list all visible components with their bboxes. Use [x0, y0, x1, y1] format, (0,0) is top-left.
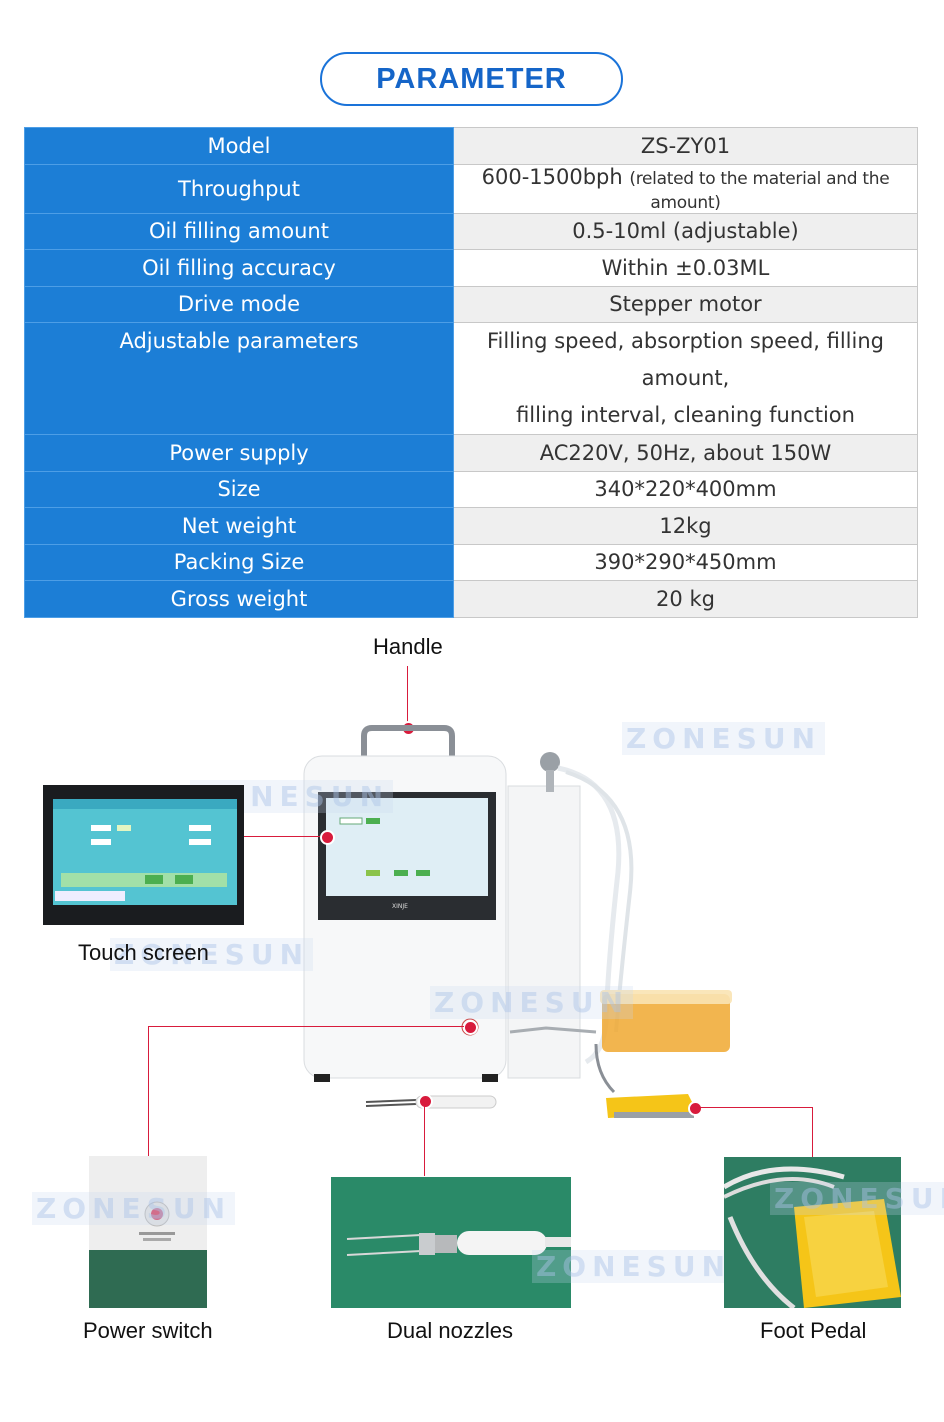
param-value: 340*220*400mm: [453, 470, 918, 508]
param-key: Power supply: [24, 434, 454, 472]
param-key: Oil filling amount: [24, 212, 454, 250]
param-value: 12kg: [453, 507, 918, 545]
foot-pedal-callout-line: [700, 1107, 812, 1108]
foot-pedal-callout-dot: [688, 1101, 703, 1116]
param-value: ZS-ZY01: [453, 127, 918, 165]
param-key: Net weight: [24, 507, 454, 545]
touch-screen-photo: [43, 785, 244, 925]
param-key: Model: [24, 127, 454, 165]
param-key: Adjustable parameters: [24, 322, 454, 435]
throughput-value: 600-1500bph: [481, 164, 623, 189]
watermark: ZONESUN: [770, 1182, 944, 1215]
param-key: Drive mode: [24, 285, 454, 323]
dual-nozzles-photo: [331, 1177, 571, 1308]
param-key: Size: [24, 470, 454, 508]
nozzle-callout-dot: [418, 1094, 433, 1109]
handle-callout-line: [407, 666, 408, 726]
screen-brand: XINJE: [392, 903, 408, 910]
power-switch-label: Power switch: [83, 1318, 213, 1343]
table-row: Adjustable parameters Filling speed, abso…: [24, 322, 918, 435]
touch-screen-callout-dot: [320, 830, 335, 845]
param-key: Packing Size: [24, 543, 454, 581]
watermark: ZONESUN: [32, 1192, 236, 1225]
param-value: Filling speed, absorption speed, filling…: [453, 322, 918, 435]
touch-screen-label: Touch screen: [78, 940, 209, 965]
dual-nozzles-label: Dual nozzles: [387, 1318, 513, 1343]
power-switch-callout-line: [148, 1026, 464, 1027]
param-value: Stepper motor: [453, 285, 918, 323]
param-value: 20 kg: [453, 580, 918, 618]
param-value-line-2: filling interval, cleaning function: [516, 403, 855, 427]
param-key: Gross weight: [24, 580, 454, 618]
param-value: 390*290*450mm: [453, 543, 918, 581]
param-value: 600-1500bph (related to the material and…: [453, 163, 918, 214]
param-value-line-1: Filling speed, absorption speed, filling…: [486, 329, 884, 390]
watermark: ZONESUN: [430, 986, 634, 1019]
power-switch-callout-line: [148, 1026, 149, 1156]
param-value: Within ±0.03ML: [453, 249, 918, 287]
power-switch-callout-dot: [463, 1020, 478, 1035]
foot-pedal-photo: [724, 1157, 901, 1308]
filling-machine-image: XINJE: [303, 725, 732, 1118]
nozzle-callout-line: [424, 1104, 425, 1176]
handle-label: Handle: [373, 634, 443, 659]
foot-pedal-callout-line: [812, 1107, 813, 1157]
watermark: ZONESUN: [532, 1250, 736, 1283]
param-key: Oil filling accuracy: [24, 249, 454, 287]
param-value: AC220V, 50Hz, about 150W: [453, 434, 918, 472]
touch-screen-callout-line: [244, 836, 326, 837]
param-key: Throughput: [24, 163, 454, 214]
watermark: ZONESUN: [622, 722, 826, 755]
foot-pedal-label: Foot Pedal: [760, 1318, 867, 1343]
title-pill: PARAMETER: [320, 52, 623, 106]
page-title: PARAMETER: [376, 62, 567, 95]
throughput-note: (related to the material and the amount): [629, 168, 890, 213]
power-switch-photo: [89, 1156, 207, 1308]
param-value: 0.5-10ml (adjustable): [453, 212, 918, 250]
watermark: ZONESUN: [110, 938, 314, 971]
